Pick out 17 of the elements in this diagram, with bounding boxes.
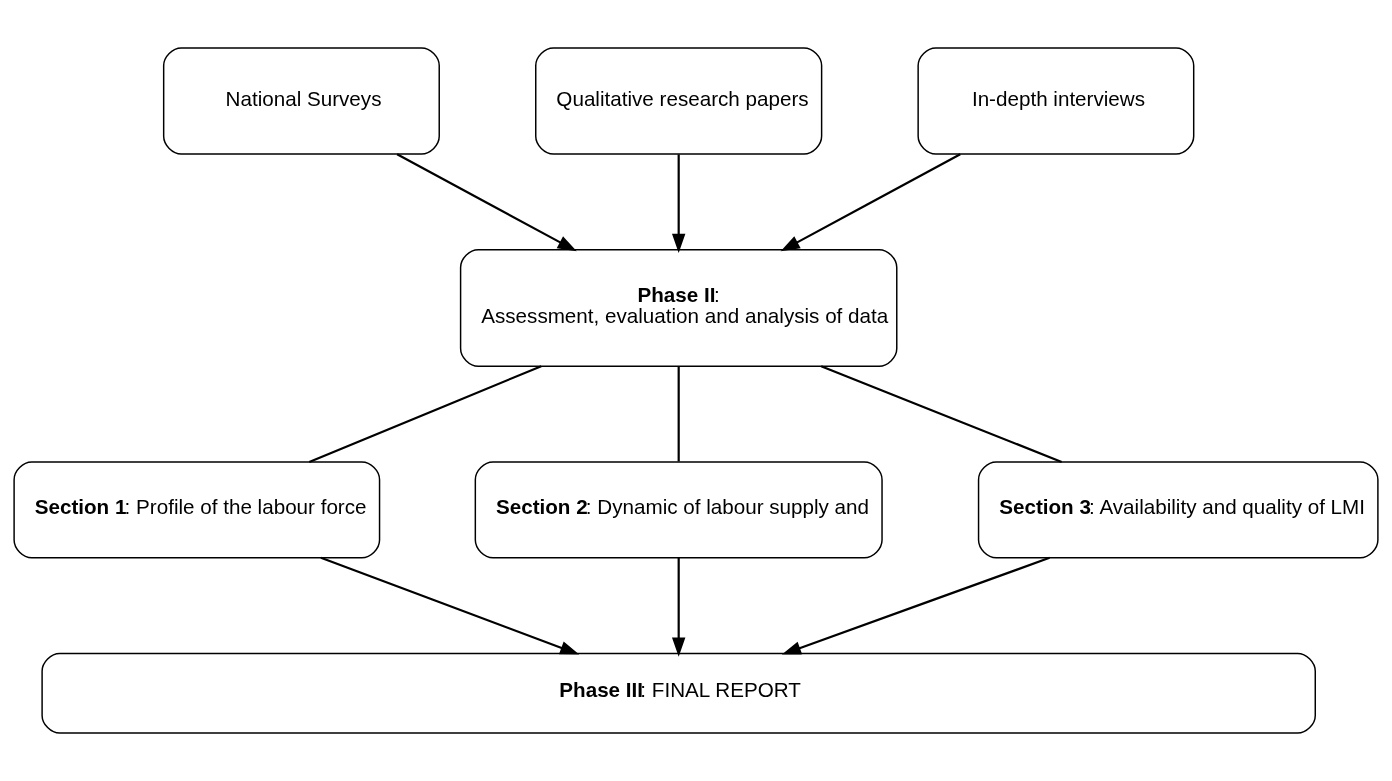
node-box: Section 3: Availability and quality of LMI [977, 461, 1379, 559]
connector [820, 365, 1063, 463]
node-box: Section 2: Dynamic of labour supply and [474, 461, 883, 559]
arrow [396, 153, 577, 252]
node-box: National Surveys [162, 47, 440, 155]
node-box: Section 1: Profile of the labour force [13, 461, 381, 559]
node-box: Qualitative research papers [535, 47, 823, 155]
arrow [671, 154, 686, 253]
arrow [671, 557, 686, 657]
connector [308, 365, 542, 463]
node-box: Phase III: FINAL REPORT [41, 652, 1316, 734]
node-box: In-depth interviews [917, 47, 1195, 155]
arrow [781, 556, 1050, 655]
arrow [320, 556, 580, 655]
node-box: Phase II: Assessment, evaluation and analysis of data [459, 249, 898, 367]
arrow [780, 153, 961, 252]
connector [677, 366, 680, 462]
